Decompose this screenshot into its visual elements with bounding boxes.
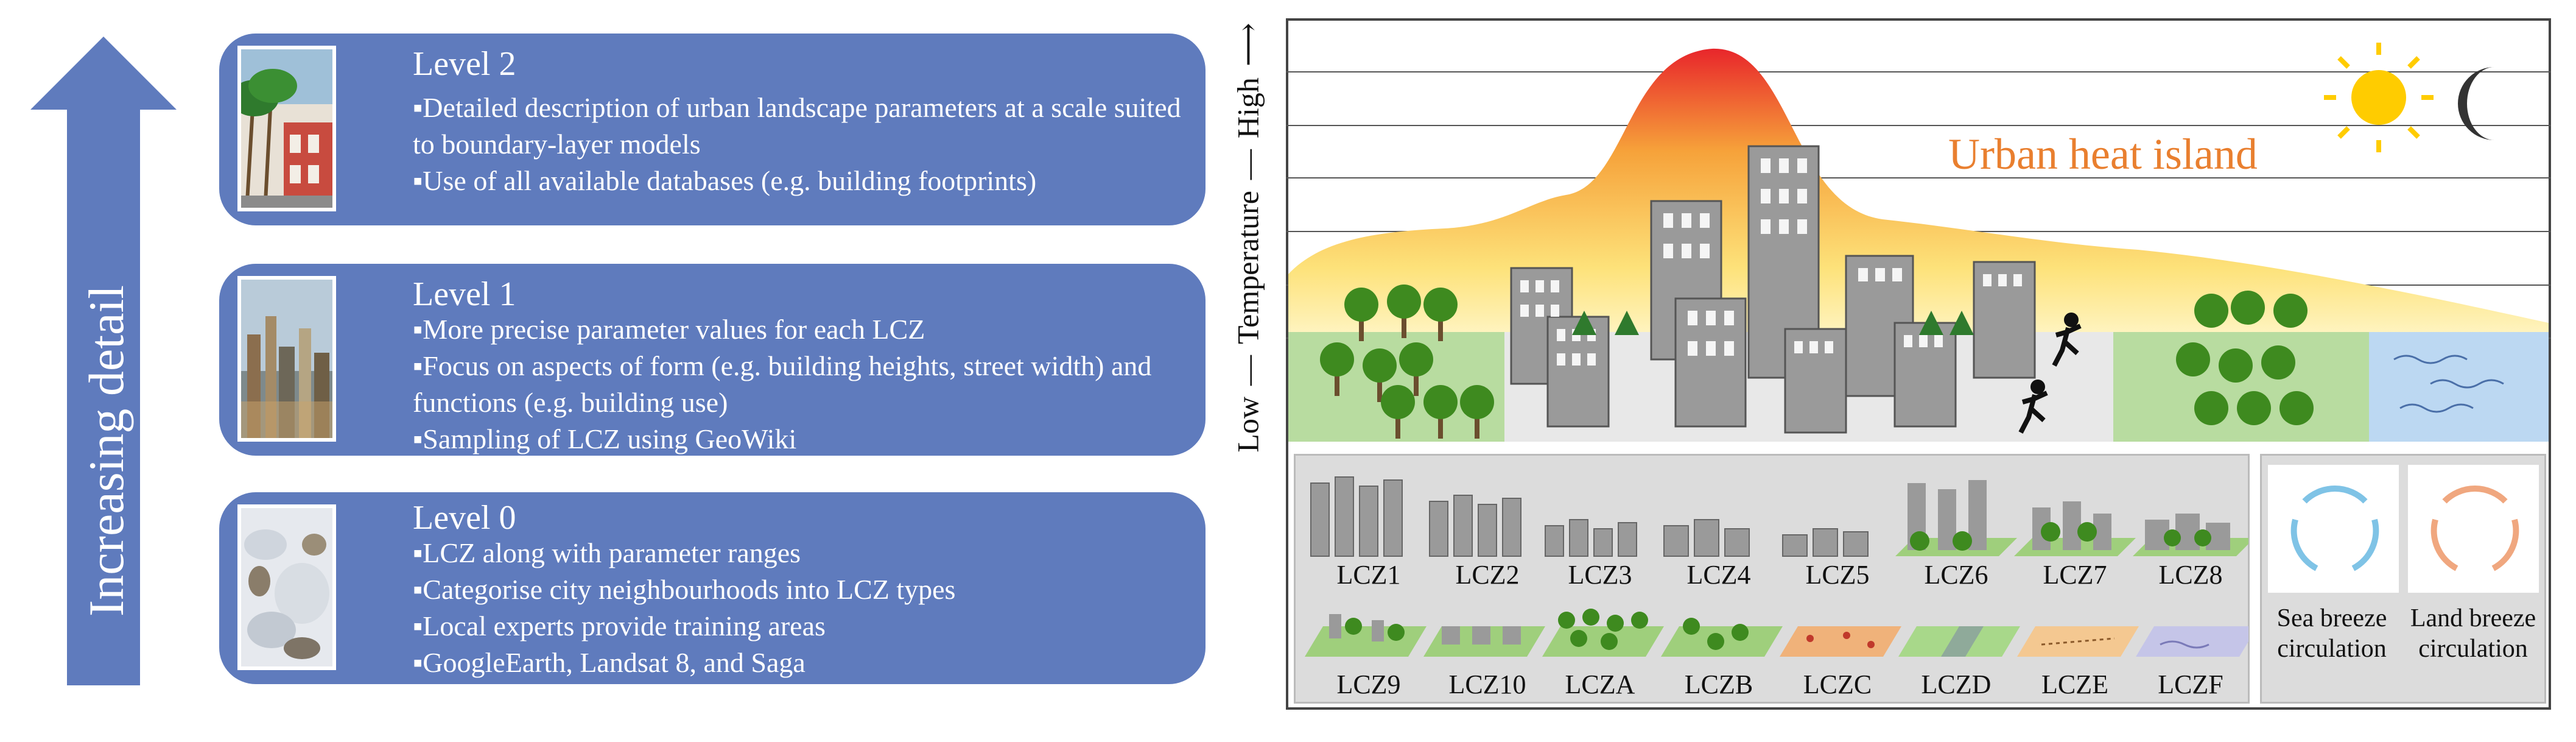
temperature-arrow-icon: ⟶ [1231, 23, 1265, 67]
lcz-label: LCZ3 [1568, 560, 1632, 590]
lcz-label: LCZA [1565, 670, 1635, 699]
level-2-street-photo [237, 46, 336, 211]
moon-icon [2458, 67, 2494, 140]
lcz-label: LCZ7 [2043, 560, 2107, 590]
lcz-row1-icons [1310, 476, 2248, 557]
level-1-title: Level 1 [413, 275, 516, 313]
building-icon [1510, 145, 2036, 434]
lcz-label: LCZC [1803, 670, 1872, 699]
sun-icon [2324, 43, 2434, 152]
lcz-label: LCZ6 [1924, 560, 1988, 590]
level-0-bullets: ▪LCZ along with parameter ranges ▪Catego… [413, 535, 1192, 681]
heat-island-dome [1288, 48, 2549, 341]
level-2-box: Level 2 ▪Detailed description of urban l… [219, 34, 1206, 225]
level-1-bullet: ▪Sampling of LCZ using GeoWiki [413, 423, 797, 454]
level-2-title: Level 2 [413, 45, 516, 83]
temperature-high-label: High [1231, 77, 1265, 139]
temperature-low-label: Low [1231, 396, 1265, 453]
level-2-bullets: ▪Detailed description of urban landscape… [413, 90, 1192, 199]
level-1-box: Level 1 ▪More precise parameter values f… [219, 264, 1206, 456]
lcz-label: LCZ1 [1336, 560, 1401, 590]
grass-right [2113, 332, 2369, 442]
lcz-label: LCZ2 [1455, 560, 1520, 590]
lcz-label: LCZB [1684, 670, 1753, 699]
level-0-satellite-photo [237, 504, 336, 670]
temperature-axis-label: Temperature [1231, 191, 1265, 344]
lcz-label: LCZ8 [2158, 560, 2223, 590]
lcz-label: LCZ4 [1686, 560, 1751, 590]
level-0-bullet: ▪Categorise city neighbourhoods into LCZ… [413, 574, 956, 605]
arrow-label-container: Increasing detail [33, 225, 180, 676]
level-0-bullet: ▪Local experts provide training areas [413, 610, 826, 641]
lcz-row2-icons [1305, 609, 2248, 657]
sea-breeze-label: Sea breeze circulation [2276, 604, 2387, 663]
level-0-title: Level 0 [413, 499, 516, 537]
level-1-bullet: ▪More precise parameter values for each … [413, 314, 925, 345]
increasing-detail-label: Increasing detail [79, 284, 135, 617]
level-0-bullet: ▪LCZ along with parameter ranges [413, 537, 801, 568]
lcz-label: LCZF [2158, 670, 2223, 699]
level-0-bullet: ▪GoogleEarth, Landsat 8, and Saga [413, 647, 805, 678]
lcz-label: LCZ9 [1336, 670, 1401, 699]
lcz-panel: LCZ1 LCZ2 LCZ3 LCZ4 LCZ5 LCZ6 LCZ7 LCZ8 … [1294, 454, 2250, 704]
lcz-label: LCZ5 [1805, 560, 1870, 590]
level-1-city-photo [237, 276, 336, 442]
circulation-icon [2268, 465, 2539, 593]
urban-heat-island-scene [1286, 43, 2551, 442]
level-1-bullets: ▪More precise parameter values for each … [413, 311, 1192, 458]
water-icon [2369, 332, 2549, 442]
lcz-label: LCZD [1921, 670, 1992, 699]
breeze-panel: Sea breeze circulation Land breeze circu… [2260, 454, 2546, 704]
land-breeze-label: Land breeze circulation [2410, 604, 2536, 663]
runner-icon [2018, 313, 2082, 434]
level-0-box: Level 0 ▪LCZ along with parameter ranges… [219, 492, 1206, 684]
level-1-bullet: ▪Focus on aspects of form (e.g. building… [413, 350, 1152, 418]
temperature-axis: Low — Temperature — High ⟶ [1231, 23, 1265, 453]
level-2-bullet: ▪Detailed description of urban landscape… [413, 92, 1181, 160]
urban-heat-island-label: Urban heat island [1948, 130, 2258, 178]
tree-icon [1320, 284, 1494, 439]
level-2-bullet: ▪Use of all available databases (e.g. bu… [413, 165, 1037, 196]
lcz-label: LCZE [2041, 670, 2108, 699]
increasing-detail-arrow [30, 37, 177, 685]
lcz-label: LCZ10 [1448, 670, 1526, 699]
